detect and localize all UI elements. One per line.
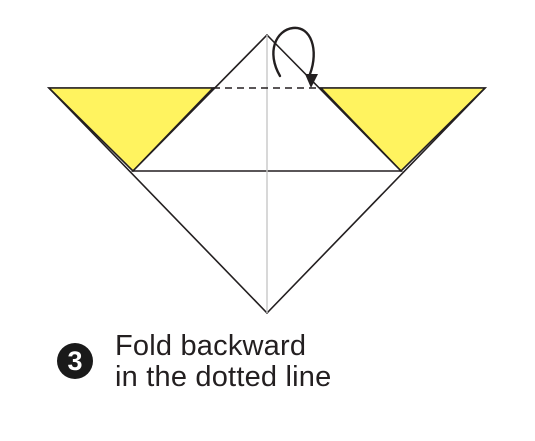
fold-backward-arrow-icon bbox=[272, 26, 318, 88]
step-instruction-text: Fold backward in the dotted line bbox=[115, 331, 331, 393]
step-number-badge: 3 bbox=[57, 343, 93, 379]
step-instruction: 3 Fold backward in the dotted line bbox=[57, 331, 331, 393]
instruction-line-2: in the dotted line bbox=[115, 361, 332, 393]
instruction-line-1: Fold backward bbox=[115, 330, 307, 362]
